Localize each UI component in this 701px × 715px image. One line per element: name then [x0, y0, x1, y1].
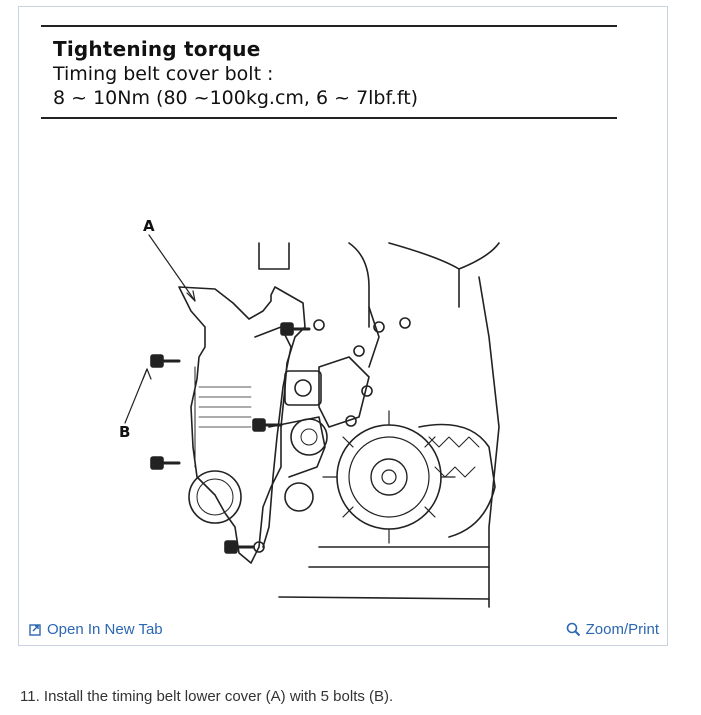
bolt-b-5: [224, 540, 255, 554]
spec-title: Tightening torque: [53, 37, 261, 61]
figure-image: Tightening torque Timing belt cover bolt…: [19, 7, 667, 613]
water-pump-flange: [284, 370, 322, 406]
spec-bottom-rule: [41, 117, 617, 119]
bolt-b-2: [150, 456, 181, 470]
figure-toolbar: Open In New Tab Zoom/Print: [19, 613, 667, 645]
alternator-fins: [322, 410, 456, 544]
open-in-new-tab-icon: [29, 624, 41, 636]
pulley-upper-edge: [388, 242, 460, 308]
idler-pulley: [290, 418, 328, 456]
open-in-new-tab-label: Open In New Tab: [47, 621, 163, 638]
magnifier-icon: [566, 622, 580, 637]
engine-upper-bracket: [258, 242, 290, 270]
crank-pulley: [188, 470, 242, 524]
engine-right-edge: [478, 276, 500, 608]
callout-b: B: [119, 423, 130, 441]
lower-cover-a: [178, 286, 306, 564]
torque-spec: Tightening torque Timing belt cover bolt…: [41, 29, 617, 109]
bolt-b-4: [252, 418, 283, 432]
step-instruction: 11. Install the timing belt lower cover …: [20, 688, 394, 705]
zoom-print-link[interactable]: Zoom/Print: [566, 621, 659, 638]
bolt-b-1: [150, 354, 181, 368]
bolt-b-3: [280, 322, 311, 336]
engine-diagram: A B: [119, 217, 500, 608]
engine-block-edge: [348, 242, 370, 328]
spec-top-rule: [41, 25, 617, 27]
open-in-new-tab-link[interactable]: Open In New Tab: [29, 621, 163, 638]
spec-line-1: Timing belt cover bolt :: [53, 63, 274, 85]
zoom-print-label: Zoom/Print: [585, 621, 659, 638]
spec-line-2: 8 ~ 10Nm (80 ~100kg.cm, 6 ~ 7lbf.ft): [53, 87, 419, 109]
alternator-body: [336, 424, 442, 530]
figure-frame: Tightening torque Timing belt cover bolt…: [18, 6, 668, 646]
leader-a: [148, 234, 196, 302]
cover-ribbing: [198, 386, 252, 428]
callout-a: A: [143, 217, 155, 235]
